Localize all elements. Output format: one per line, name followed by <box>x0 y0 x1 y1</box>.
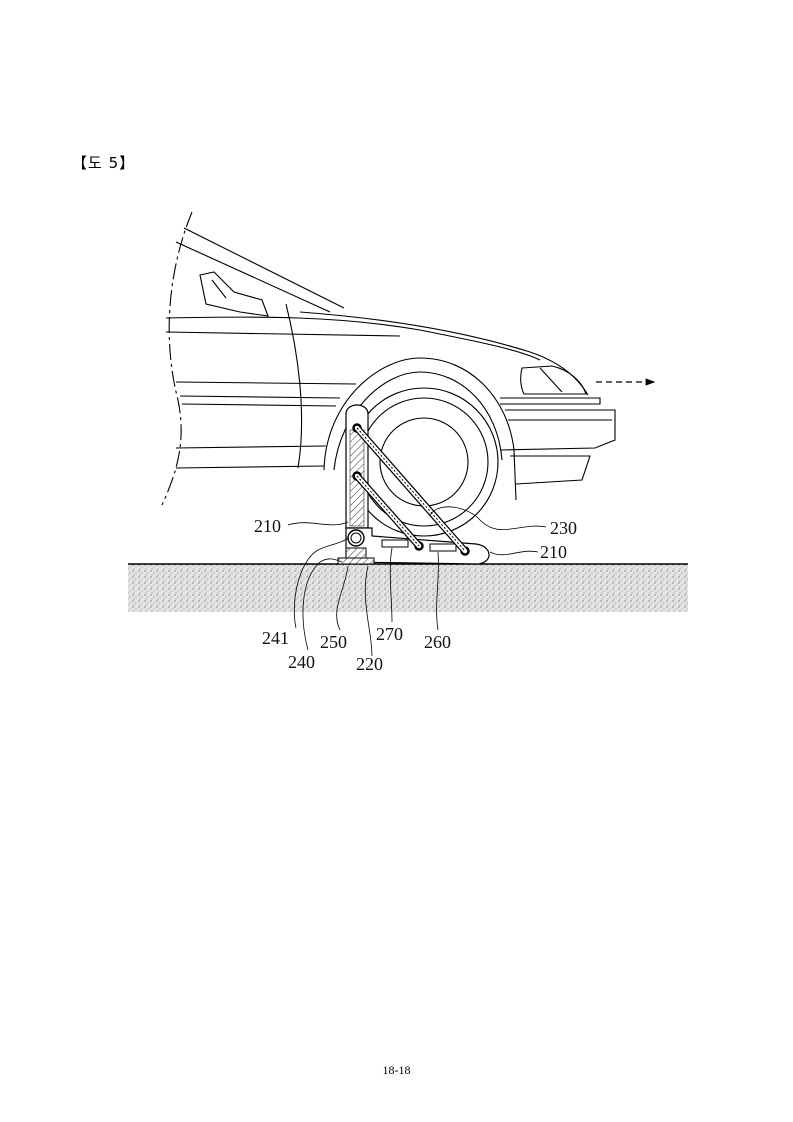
label-220: 220 <box>356 654 383 674</box>
figure-title: 【도 5】 <box>72 154 136 172</box>
wheel <box>349 387 499 537</box>
leader-lines <box>287 506 547 657</box>
label-270: 270 <box>376 624 403 644</box>
struts-230 <box>353 424 469 555</box>
label-241: 241 <box>262 628 289 648</box>
hinge-240 <box>337 529 375 565</box>
label-230: 230 <box>550 518 577 538</box>
label-250: 250 <box>320 632 347 652</box>
car-body <box>161 211 616 506</box>
label-240: 240 <box>288 652 315 672</box>
page-number: 18-18 <box>382 1063 411 1077</box>
label-260: 260 <box>424 632 451 652</box>
label-210-lower: 210 <box>540 542 567 562</box>
vertical-post-210 <box>345 404 369 529</box>
label-210-upper: 210 <box>254 516 281 536</box>
ground <box>128 563 688 612</box>
